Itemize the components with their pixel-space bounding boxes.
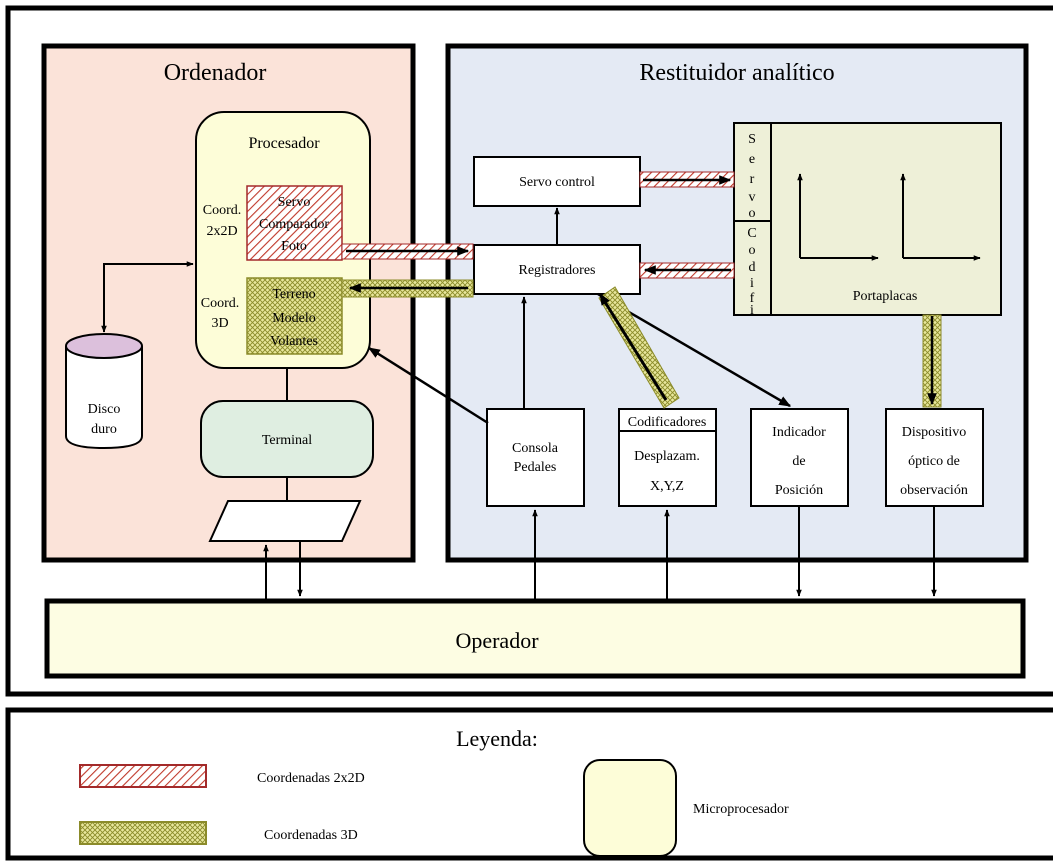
procesador-title: Procesador	[248, 135, 320, 152]
servo-vertical-label: S e r v o	[748, 132, 756, 221]
codifi-letter-2: o	[749, 243, 756, 258]
servo-letter-1: S	[748, 132, 756, 147]
consola-label-line1: Consola	[512, 441, 559, 456]
coord3d-label-line1: Coord.	[201, 296, 240, 311]
dispositivo-line2: óptico de	[908, 454, 960, 469]
disco-label-line2: duro	[91, 422, 117, 437]
dispositivo-line1: Dispositivo	[902, 425, 967, 440]
codificadores-header: Codificadores	[628, 415, 707, 430]
consola-procesador-arrow	[367, 346, 489, 425]
indicador-line2: de	[792, 454, 805, 469]
coord2d-label-line2: 2x2D	[206, 224, 237, 239]
consola-pedales-box	[486, 408, 585, 507]
plate-axes-right	[900, 173, 981, 261]
operador-bar	[44, 598, 1026, 679]
ordenador-panel: Ordenador Procesador Coord. 2x2D Coord. …	[41, 43, 416, 563]
codifi-vertical-label: C o d i f i	[747, 226, 756, 318]
data-band-2x2d-procesador-registradores	[341, 243, 474, 260]
codifi-letter-1: C	[747, 226, 756, 241]
legend: Leyenda: Coordenadas 2x2D Coordenadas 3D…	[5, 707, 1053, 861]
indicador-posicion-box	[750, 408, 849, 507]
data-band-3d-registradores-procesador	[341, 279, 474, 298]
codifi-column	[733, 220, 772, 316]
servo-comparador-foto-box	[246, 185, 343, 261]
consola-label-line2: Pedales	[514, 460, 557, 475]
disco-procesador-connector	[101, 261, 194, 333]
registradores-label: Registradores	[519, 263, 596, 278]
disco-duro: Disco duro	[65, 333, 143, 450]
box2d-line-3: Foto	[281, 239, 307, 254]
box3d-line-2: Modelo	[272, 311, 316, 326]
dispositivo-line3: observación	[900, 483, 968, 498]
keyboard-shape	[208, 500, 362, 542]
restituidor-panel: Restituidor analítico Servo control Regi…	[445, 43, 1029, 563]
servo-letter-3: r	[750, 172, 755, 187]
codifi-letter-6: i	[750, 303, 754, 318]
box2d-line-2: Comparador	[259, 217, 329, 232]
ordenador-title: Ordenador	[164, 60, 267, 86]
legend-swatch-micro	[583, 759, 677, 857]
terminal-label: Terminal	[262, 433, 312, 448]
servo-letter-4: v	[749, 190, 756, 205]
box2d-line-1: Servo	[278, 195, 311, 210]
codifi-letter-3: d	[749, 260, 756, 275]
codificadores-box	[618, 408, 717, 507]
data-band-3d-codificadores-registradores	[598, 286, 680, 409]
data-band-2x2d-codifi-registradores	[639, 262, 735, 279]
coord3d-label-line2: 3D	[211, 316, 228, 331]
codifi-letter-5: f	[750, 291, 755, 306]
operador-label: Operador	[455, 628, 539, 653]
legend-label-micro: Microprocesador	[693, 802, 789, 817]
legend-swatch-3d	[79, 821, 207, 845]
registradores-box	[473, 244, 641, 295]
box3d-line-1: Terreno	[272, 287, 315, 302]
legend-title: Leyenda:	[456, 726, 538, 751]
restituidor-title: Restituidor analítico	[639, 60, 834, 86]
servo-letter-2: e	[749, 152, 755, 167]
portaplacas-box	[733, 122, 1002, 316]
servo-control-box	[473, 156, 641, 207]
terreno-modelo-volantes-box	[246, 277, 343, 355]
legend-label-3d: Coordenadas 3D	[264, 828, 358, 843]
servo-control-label: Servo control	[519, 175, 595, 190]
indicador-line3: Posición	[775, 483, 823, 498]
indicador-line1: Indicador	[772, 425, 826, 440]
codificadores-line2: X,Y,Z	[650, 479, 684, 494]
portaplacas-label: Portaplacas	[853, 289, 918, 304]
legend-label-2x2d: Coordenadas 2x2D	[257, 771, 365, 786]
plate-axes-left	[797, 173, 879, 261]
disco-label-line1: Disco	[88, 402, 121, 417]
data-band-2x2d-servo-control	[639, 171, 735, 188]
legend-swatch-2x2d	[79, 764, 207, 788]
coord2d-label-line1: Coord.	[203, 203, 242, 218]
servo-letter-5: o	[749, 206, 756, 221]
box3d-line-3: Volantes	[270, 334, 318, 349]
data-band-3d-portaplacas-dispositivo	[922, 314, 942, 408]
codifi-letter-4: i	[750, 276, 754, 291]
codificadores-line1: Desplazam.	[634, 449, 700, 464]
